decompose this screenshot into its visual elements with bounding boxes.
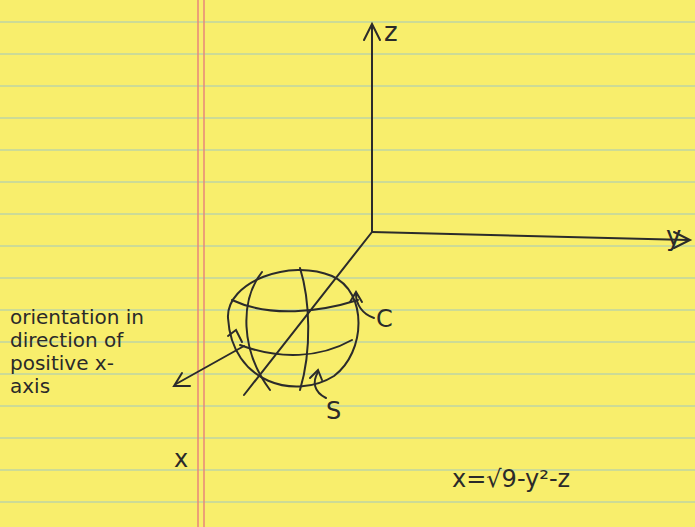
orientation-note: orientation in direction of positive x-a… — [10, 306, 150, 398]
axis-label: y — [666, 222, 681, 252]
margin-lines — [198, 0, 204, 527]
axis-label: x — [174, 446, 188, 474]
ruled-lines — [0, 22, 695, 502]
curve-label: C — [376, 306, 393, 334]
axes — [244, 24, 690, 395]
surface — [174, 268, 374, 398]
axis-label: z — [384, 18, 398, 48]
surface-equation: x=√9-y²-z — [452, 466, 570, 494]
surface-label: S — [326, 398, 341, 426]
